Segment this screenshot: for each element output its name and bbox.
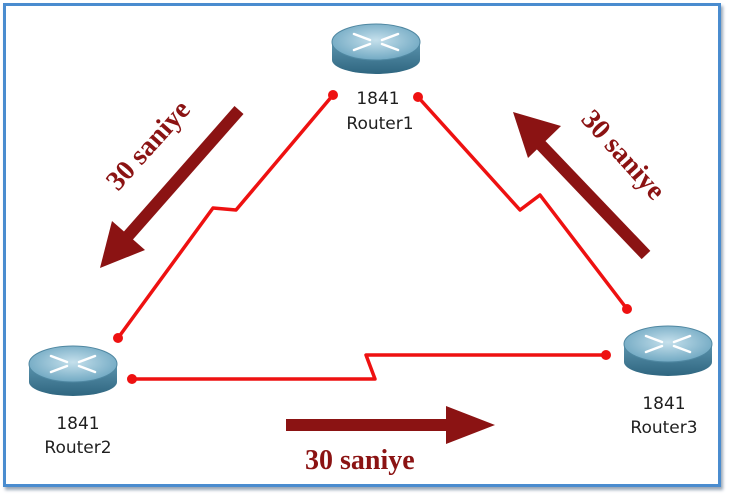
router2-model: 1841 — [56, 414, 99, 434]
link-router2-router3 — [127, 350, 611, 384]
router2-name: Router2 — [44, 438, 111, 458]
router-icon[interactable] — [331, 23, 421, 74]
link-router1-router3 — [413, 92, 632, 314]
link-router1-router2 — [113, 90, 338, 343]
router1-name: Router1 — [346, 114, 413, 134]
arrow-left-down — [100, 106, 244, 268]
diagram-frame — [3, 3, 721, 487]
router-icon[interactable] — [28, 345, 118, 396]
router3-model: 1841 — [642, 394, 685, 414]
link-endpoint — [622, 304, 632, 314]
link-endpoint — [328, 90, 338, 100]
link-endpoint — [113, 333, 123, 343]
router3-name: Router3 — [630, 418, 697, 438]
arrow-right-up — [513, 112, 651, 260]
link-endpoint — [413, 92, 423, 102]
arrow-bottom-right — [286, 406, 495, 444]
link-endpoint — [127, 374, 137, 384]
router1-model: 1841 — [356, 89, 399, 109]
arrow-label-bottom: 30 saniye — [305, 445, 415, 476]
link-endpoint — [601, 350, 611, 360]
router-icon[interactable] — [623, 325, 713, 376]
